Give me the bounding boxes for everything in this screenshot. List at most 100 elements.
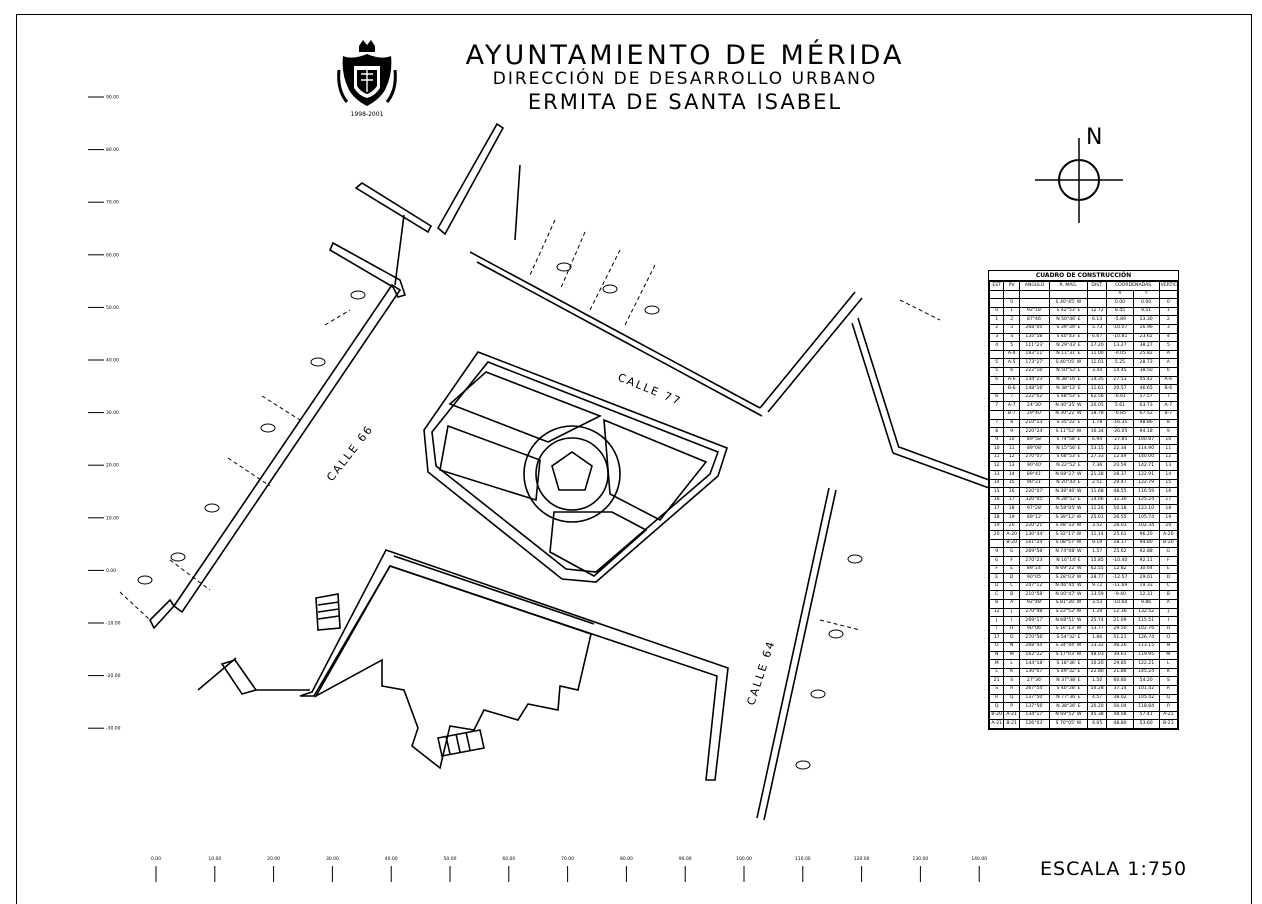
table-cell: 220°24'	[1019, 427, 1051, 437]
table-cell: B-21	[1158, 719, 1179, 729]
table-cell: A-5	[1003, 358, 1021, 368]
title-ayuntamiento: AYUNTAMIENTO DE MÉRIDA	[465, 40, 905, 71]
table-cell: 4.05	[1086, 719, 1108, 729]
table-cell: 7	[1158, 392, 1179, 403]
table-cell: 123.10	[1132, 504, 1160, 515]
table-cell: 0	[1003, 298, 1021, 308]
table-cell: 267°54'	[1019, 684, 1051, 695]
table-cell: 39.61	[1106, 650, 1134, 661]
table-cell: B-7	[1003, 409, 1021, 420]
table-cell: 53.15	[1086, 444, 1108, 454]
table-cell: 115.51	[1132, 616, 1160, 626]
table-cell: S 48°33' W	[1049, 521, 1088, 532]
table-cell: S 54°32' E	[1049, 633, 1088, 643]
table-cell: 3	[1003, 323, 1021, 334]
building-outer	[299, 549, 729, 781]
table-cell: N 46°45' W	[1049, 581, 1088, 592]
table-cell: N 74°08' W	[1049, 547, 1088, 557]
table-cell: 11.61	[1086, 384, 1108, 394]
table-cell: 1.50	[1086, 676, 1108, 686]
table-cell: J	[1158, 607, 1179, 618]
table-cell: O	[1158, 633, 1179, 643]
x-axis-tick-label: 120.00	[854, 856, 870, 862]
table-cell: 161°24'	[1019, 538, 1051, 549]
table-cell: 27.33	[1086, 452, 1108, 463]
table-cell: S 28°03' W	[1049, 573, 1088, 583]
table-cell: 50.18	[1106, 504, 1134, 515]
table-cell: H	[1158, 624, 1179, 635]
table-cell: 13	[1003, 461, 1021, 472]
table-cell: 2.51	[1086, 478, 1108, 489]
street-edge	[149, 598, 176, 630]
table-cell: 20.05	[1086, 401, 1108, 411]
table-cell: 9	[1003, 427, 1021, 437]
table-cell: D	[988, 581, 1005, 592]
table-cell: 27.20	[1086, 341, 1108, 351]
table-cell: A	[1003, 598, 1021, 609]
table-cell: N 20°43' E	[1049, 478, 1088, 489]
table-cell: 1.29	[1086, 607, 1108, 618]
table-cell: -10.07	[1106, 323, 1134, 334]
table-cell: 210°13'	[1019, 418, 1051, 429]
table-cell: 45.42	[1132, 375, 1160, 386]
table-cell: 26.55	[1106, 513, 1134, 523]
table-cell: 38.27	[1132, 341, 1160, 351]
table-cell: P	[1158, 702, 1179, 712]
street-edge	[172, 283, 402, 614]
table-cell: 14.45	[1106, 366, 1134, 377]
table-cell: 13.77	[1086, 624, 1108, 635]
street-label-calle66: CALLE 66	[324, 422, 376, 484]
table-cell: N 68°51' W	[1049, 616, 1088, 626]
table-cell: A	[1158, 598, 1179, 609]
table-header-cell: COORDENADAS	[1106, 281, 1160, 291]
table-cell: N 38°16' E	[1049, 375, 1088, 386]
table-cell: 10	[988, 444, 1005, 454]
table-cell: -10.40	[1106, 556, 1134, 566]
table-cell: 9	[988, 547, 1005, 557]
table-cell: 269°17'	[1019, 616, 1051, 626]
table-cell: 18	[1158, 504, 1179, 515]
table-header-cell: PV	[1003, 281, 1021, 291]
table-cell: A	[1158, 349, 1179, 360]
table-cell: 14	[1158, 470, 1179, 480]
table-cell: 21.09	[1106, 616, 1134, 626]
y-axis-tick-label: -30.00	[106, 726, 121, 732]
x-axis-tick-label: 0.00	[151, 856, 161, 862]
table-cell: S 40°05' W	[1049, 358, 1088, 368]
table-cell: 13	[988, 470, 1005, 480]
table-subheader-cell	[1086, 289, 1108, 300]
table-cell: 148°16'	[1019, 384, 1051, 394]
title-direccion: DIRECCIÓN DE DESARROLLO URBANO	[492, 69, 878, 89]
table-cell: I	[1003, 616, 1021, 626]
table-cell: 13.59	[1086, 590, 1108, 600]
x-axis-tick-label: 60.00	[502, 856, 515, 862]
table-cell: 5.61	[1106, 401, 1134, 411]
central-monument	[551, 451, 593, 491]
table-cell: 46.65	[1132, 384, 1160, 394]
table-cell: 18.78	[1086, 409, 1108, 420]
table-cell	[988, 384, 1005, 394]
table-cell: A-6	[1158, 375, 1179, 386]
table-cell: 17	[1003, 495, 1021, 506]
table-cell: 27.53	[1106, 375, 1134, 386]
table-cell: S 18°36' E	[1049, 659, 1088, 669]
table-cell: 12	[1158, 452, 1179, 463]
y-axis-tick-label: 0.00	[106, 568, 116, 574]
table-cell: 142.71	[1132, 461, 1160, 472]
table-cell: 116.59	[1132, 487, 1160, 497]
table-cell: 111°23'	[1019, 341, 1051, 351]
table-cell: 4.57	[1086, 693, 1108, 704]
table-cell: G	[1158, 547, 1179, 557]
table-cell: O	[1003, 633, 1021, 643]
table-cell: 14	[1003, 470, 1021, 480]
table-cell: 6.67	[1086, 332, 1108, 343]
y-axis-tick-label: 10.00	[106, 515, 119, 521]
